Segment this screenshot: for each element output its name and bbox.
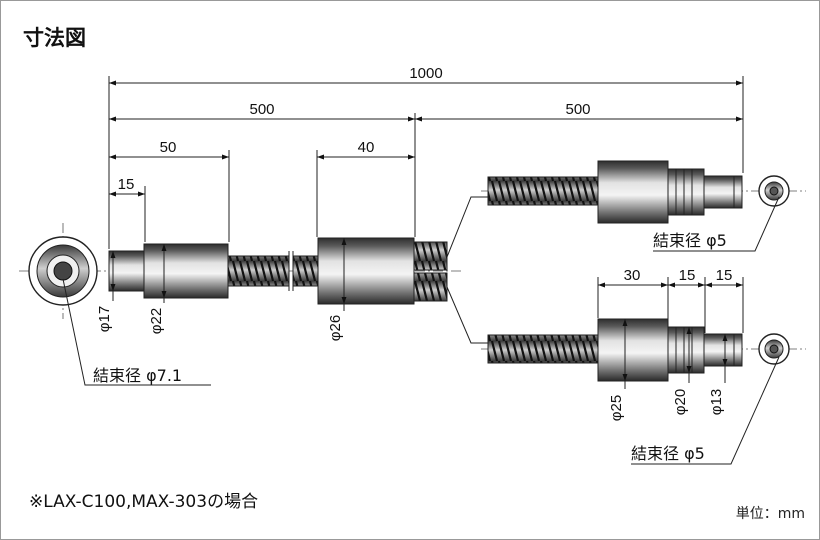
dim-head-length: 50 [160,139,177,156]
leader-left [62,278,211,386]
leader-bottom-right [631,356,780,465]
branch-top [487,160,743,224]
dim-left-half: 500 [249,101,274,118]
dia-branch-tip: φ13 [708,389,725,415]
bundle-label-bottom-right: 結束径 φ5 [631,444,705,463]
dim-split-length: 40 [358,139,375,156]
branch-top-hose [487,176,601,206]
branch-top-body [597,160,669,224]
drawing-title: 寸法図 [23,26,86,50]
dia-branch-mid: φ20 [672,389,689,415]
main-hose-1 [227,255,290,287]
dim-total: 1000 [409,65,442,82]
dimension-lines [109,80,743,288]
main-hose-2 [292,255,320,287]
branch-bottom-body [597,318,669,382]
bundle-label-top-right: 結束径 φ5 [653,231,727,250]
end-view-top-right [758,175,790,207]
branch-line-top [446,196,491,258]
dim-right-half: 500 [565,101,590,118]
main-cable [108,237,448,305]
branch-bottom-mid [667,326,705,374]
dim-branch-mid: 15 [679,267,696,284]
end-view-left [28,236,98,306]
split-body [317,237,415,305]
unit-label: 単位：mm [736,506,805,522]
branch-bottom-hose [487,334,601,364]
model-note: ※LAX-C100,MAX-303の場合 [29,492,258,512]
branch-bottom [487,318,743,382]
dim-branch-body: 30 [624,267,641,284]
dia-head: φ22 [148,308,165,334]
dim-branch-tip: 15 [716,267,733,284]
dia-tip: φ17 [96,306,113,332]
bundle-label-left: 結束径 φ7.1 [93,366,182,385]
branch-hose-stub-top [413,241,448,271]
branch-bottom-tip [703,333,743,367]
diameter-lines [110,238,728,389]
dim-tip-length: 15 [118,176,135,193]
leader-top-right [653,196,780,252]
branch-top-mid [667,168,705,216]
branch-hose-stub-bottom [413,272,448,302]
end-view-bottom-right [758,333,790,365]
main-tip [108,250,147,292]
branch-top-tip [703,175,743,209]
branch-line-bottom [446,286,491,344]
extension-lines [108,76,744,333]
main-head [143,243,229,299]
dia-split-body: φ26 [327,315,344,341]
dia-branch-body: φ25 [608,395,625,421]
